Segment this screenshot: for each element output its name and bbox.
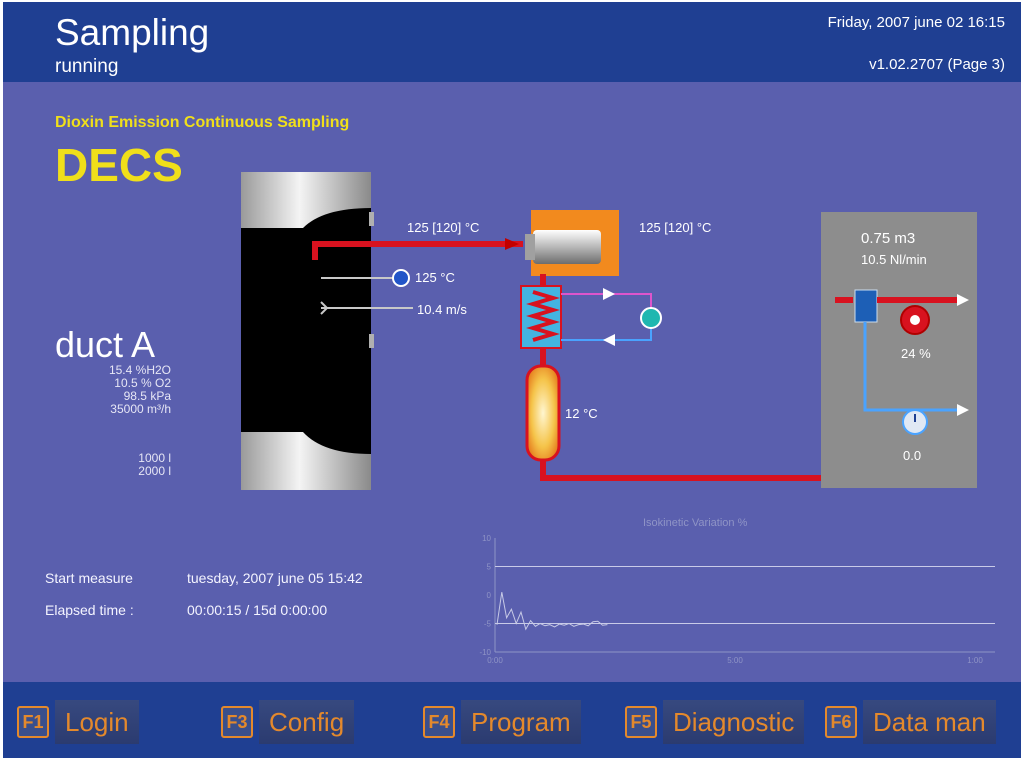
pump-out-arrow <box>957 294 969 306</box>
chart-y-tick-label: -10 <box>479 648 491 657</box>
brand-logo: DECS <box>55 139 183 191</box>
flow-rate-label: 10.5 Nl/min <box>861 252 927 267</box>
login-label: Login <box>55 700 139 744</box>
brand-subtitle: Dioxin Emission Continuous Sampling <box>55 114 350 131</box>
duct-pressure: 98.5 kPa <box>123 389 171 403</box>
duct-speed-label: 10.4 m/s <box>417 302 467 317</box>
duct-oxygen: 10.5 % O2 <box>114 376 171 390</box>
cooling-loop-line <box>623 293 652 308</box>
duct-volume-2: 2000 l <box>138 464 171 478</box>
cooling-return-line <box>561 318 652 341</box>
duct-name: duct A <box>55 324 156 365</box>
duct-volumes: 1000 l 2000 l <box>43 452 171 478</box>
condenser-coil <box>526 290 560 342</box>
data-man-label: Data man <box>863 700 996 744</box>
duct-graphic <box>241 172 374 490</box>
chart-x-tick-label: 0:00 <box>487 656 503 665</box>
gauge-value-label: 0.0 <box>903 448 922 463</box>
duct-volume-1: 1000 l <box>138 451 171 465</box>
isokinetic-chart: 10 5 0 -5 -100:00 5:00 1:00 <box>479 534 995 665</box>
page-title: Sampling <box>55 12 210 53</box>
cooling-pump-icon <box>640 307 662 329</box>
chart-title: Isokinetic Variation % <box>643 517 748 529</box>
duct-humidity: 15.4 %H2O <box>108 363 171 377</box>
f4-key-icon: F4 <box>423 706 455 738</box>
pump-percent-label: 24 % <box>901 346 931 361</box>
f5-key-icon: F5 <box>625 706 657 738</box>
pump-icon-center <box>910 315 920 325</box>
chart-series-line <box>496 592 608 631</box>
probe-pipe <box>312 241 523 260</box>
start-measure-label: Start measure <box>45 570 133 586</box>
cartridge-temp-label: 12 °C <box>565 406 598 421</box>
cooling-in-arrow <box>603 334 615 346</box>
f6-key-icon: F6 <box>825 706 857 738</box>
datetime-display: Friday, 2007 june 02 16:15 <box>827 14 1005 31</box>
duct-temp-label: 125 °C <box>415 270 455 285</box>
duct-measurements: 15.4 %H2O 10.5 % O2 98.5 kPa 35000 m³/h <box>43 364 171 416</box>
chart-x-tick-label: 1:00 <box>967 656 983 665</box>
flow-meter-icon <box>854 289 878 323</box>
probe-temp-label: 125 [120] °C <box>407 220 480 235</box>
process-diagram <box>241 172 977 490</box>
filter-temp-label: 125 [120] °C <box>639 220 712 235</box>
chart-y-tick-label: 10 <box>482 534 491 543</box>
bypass-out-arrow <box>957 404 969 416</box>
chart-y-tick-label: 0 <box>487 591 492 600</box>
pitot-tip-icon <box>320 301 329 315</box>
filter-inlet <box>525 234 535 260</box>
adsorption-cartridge <box>525 364 561 462</box>
config-label: Config <box>259 700 355 744</box>
diagnostic-label: Diagnostic <box>663 700 805 744</box>
cooling-out-arrow <box>603 288 615 300</box>
volume-label: 0.75 m3 <box>861 230 916 247</box>
temp-sensor-icon <box>392 269 410 287</box>
sample-line <box>540 297 853 481</box>
bypass-line <box>863 322 961 412</box>
function-key-bar: F1 Login F3 Config F4 Program F5 Diagnos… <box>3 682 1021 758</box>
header-bar: Sampling running Friday, 2007 june 02 16… <box>3 2 1021 82</box>
screen-frame: Sampling running Friday, 2007 june 02 16… <box>3 2 1021 758</box>
gas-meter-panel <box>821 212 977 488</box>
program-label: Program <box>461 700 581 744</box>
elapsed-time-value: 00:00:15 / 15d 0:00:00 <box>187 602 328 618</box>
chart-y-tick-label: 5 <box>487 563 492 572</box>
duct-flow: 35000 m³/h <box>110 402 171 416</box>
f3-key-icon: F3 <box>221 706 253 738</box>
chart-x-tick-label: 5:00 <box>727 656 743 665</box>
version-info: v1.02.2707 (Page 3) <box>869 56 1005 73</box>
chart-y-tick-label: -5 <box>484 620 492 629</box>
elapsed-time-label: Elapsed time : <box>45 602 134 618</box>
start-measure-value: tuesday, 2007 june 05 15:42 <box>187 570 363 586</box>
filter-holder <box>533 230 601 264</box>
duct-port <box>369 212 374 226</box>
duct-interior <box>241 208 371 454</box>
duct-port <box>369 334 374 348</box>
f1-key-icon: F1 <box>17 706 49 738</box>
probe-arrow <box>505 238 519 250</box>
run-status: running <box>55 56 119 77</box>
